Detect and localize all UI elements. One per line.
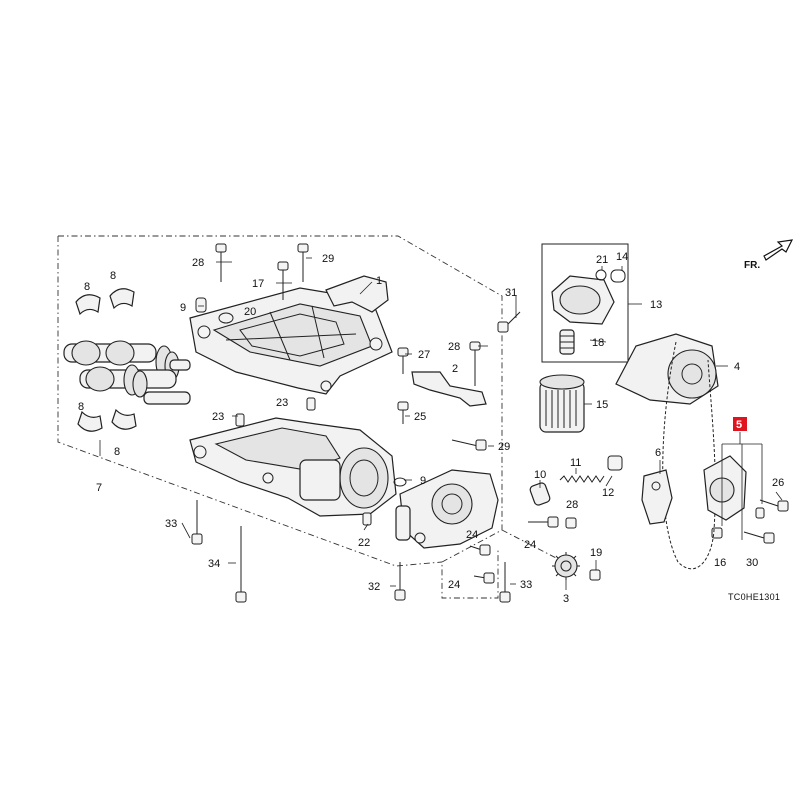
chain-sprocket-cover: [615, 333, 719, 405]
callout-3: 3: [563, 593, 569, 605]
callout-21: 21: [596, 254, 608, 266]
timing-chain: [662, 341, 716, 570]
callout-24-c: 24: [448, 579, 460, 591]
pump-drive-gear: [552, 552, 580, 580]
callout-13: 13: [650, 299, 662, 311]
o-rings: [218, 312, 407, 487]
callout-19: 19: [590, 547, 602, 559]
callout-30: 30: [746, 557, 758, 569]
callout-29-right: 29: [498, 441, 510, 453]
callout-20: 20: [244, 306, 256, 318]
callout-14: 14: [616, 251, 628, 263]
callout-24-a: 24: [524, 539, 536, 551]
callout-28-top: 28: [192, 257, 204, 269]
callout-28-mid: 28: [448, 341, 460, 353]
callout-34: 34: [208, 558, 220, 570]
callout-31: 31: [505, 287, 517, 299]
highlight-box-5: [733, 417, 747, 431]
callout-29-top: 29: [322, 253, 334, 265]
front-direction-label: FR.: [744, 260, 760, 271]
callout-6: 6: [655, 447, 661, 459]
bracket-plate: [411, 371, 487, 407]
front-direction-arrow: [763, 239, 794, 261]
chain-tensioner: [703, 455, 747, 521]
callout-15: 15: [596, 399, 608, 411]
balancer-upper-housing: [189, 287, 393, 395]
lower-housing: [189, 417, 397, 517]
callout-4: 4: [734, 361, 740, 373]
callout-9-top: 9: [180, 302, 186, 314]
callout-8-a: 8: [84, 281, 90, 293]
bearing-shells-lower: [77, 408, 137, 432]
callout-16: 16: [714, 557, 726, 569]
chain-guide: [641, 469, 673, 525]
bolts: [191, 243, 789, 603]
bearing-shells-upper: [75, 288, 135, 316]
callout-18: 18: [592, 337, 604, 349]
callout-2: 2: [452, 363, 458, 375]
callout-26: 26: [772, 477, 784, 489]
dowel-pins: [195, 297, 372, 526]
callout-5-highlighted: 5: [736, 419, 742, 431]
callout-27: 27: [418, 349, 430, 361]
leader-lines: [99, 257, 783, 590]
oil-filter: [539, 374, 585, 433]
callout-22: 22: [358, 537, 370, 549]
callout-11: 11: [570, 457, 581, 469]
callout-17: 17: [252, 278, 264, 290]
callout-8-c: 8: [78, 401, 84, 413]
callout-32: 32: [368, 581, 380, 593]
callout-8-b: 8: [110, 270, 116, 282]
callout-25: 25: [414, 411, 426, 423]
balancer-shaft-rear: [79, 364, 191, 405]
callout-9-mid: 9: [420, 475, 426, 487]
group-outline: [57, 235, 561, 599]
callout-1: 1: [376, 275, 382, 287]
callout-10: 10: [534, 469, 546, 481]
callout-33-left: 33: [165, 518, 177, 530]
relief-valve-parts: [529, 455, 623, 506]
callout-7: 7: [96, 482, 102, 494]
callout-12: 12: [602, 487, 614, 499]
oil-pump-housing: [395, 469, 499, 549]
callout-33-right: 33: [520, 579, 532, 591]
diagram-code: TC0HE1301: [728, 592, 780, 602]
callout-28-bottom: 28: [566, 499, 578, 511]
callouts: 28 29 17 1 8 8 9 20 27 28 2 25 23 23 8 8…: [78, 251, 784, 605]
callout-8-d: 8: [114, 446, 120, 458]
callout-23-a: 23: [276, 397, 288, 409]
callout-24-b: 24: [466, 529, 478, 541]
housing-cover-plate: [325, 275, 389, 313]
callout-23-b: 23: [212, 411, 224, 423]
